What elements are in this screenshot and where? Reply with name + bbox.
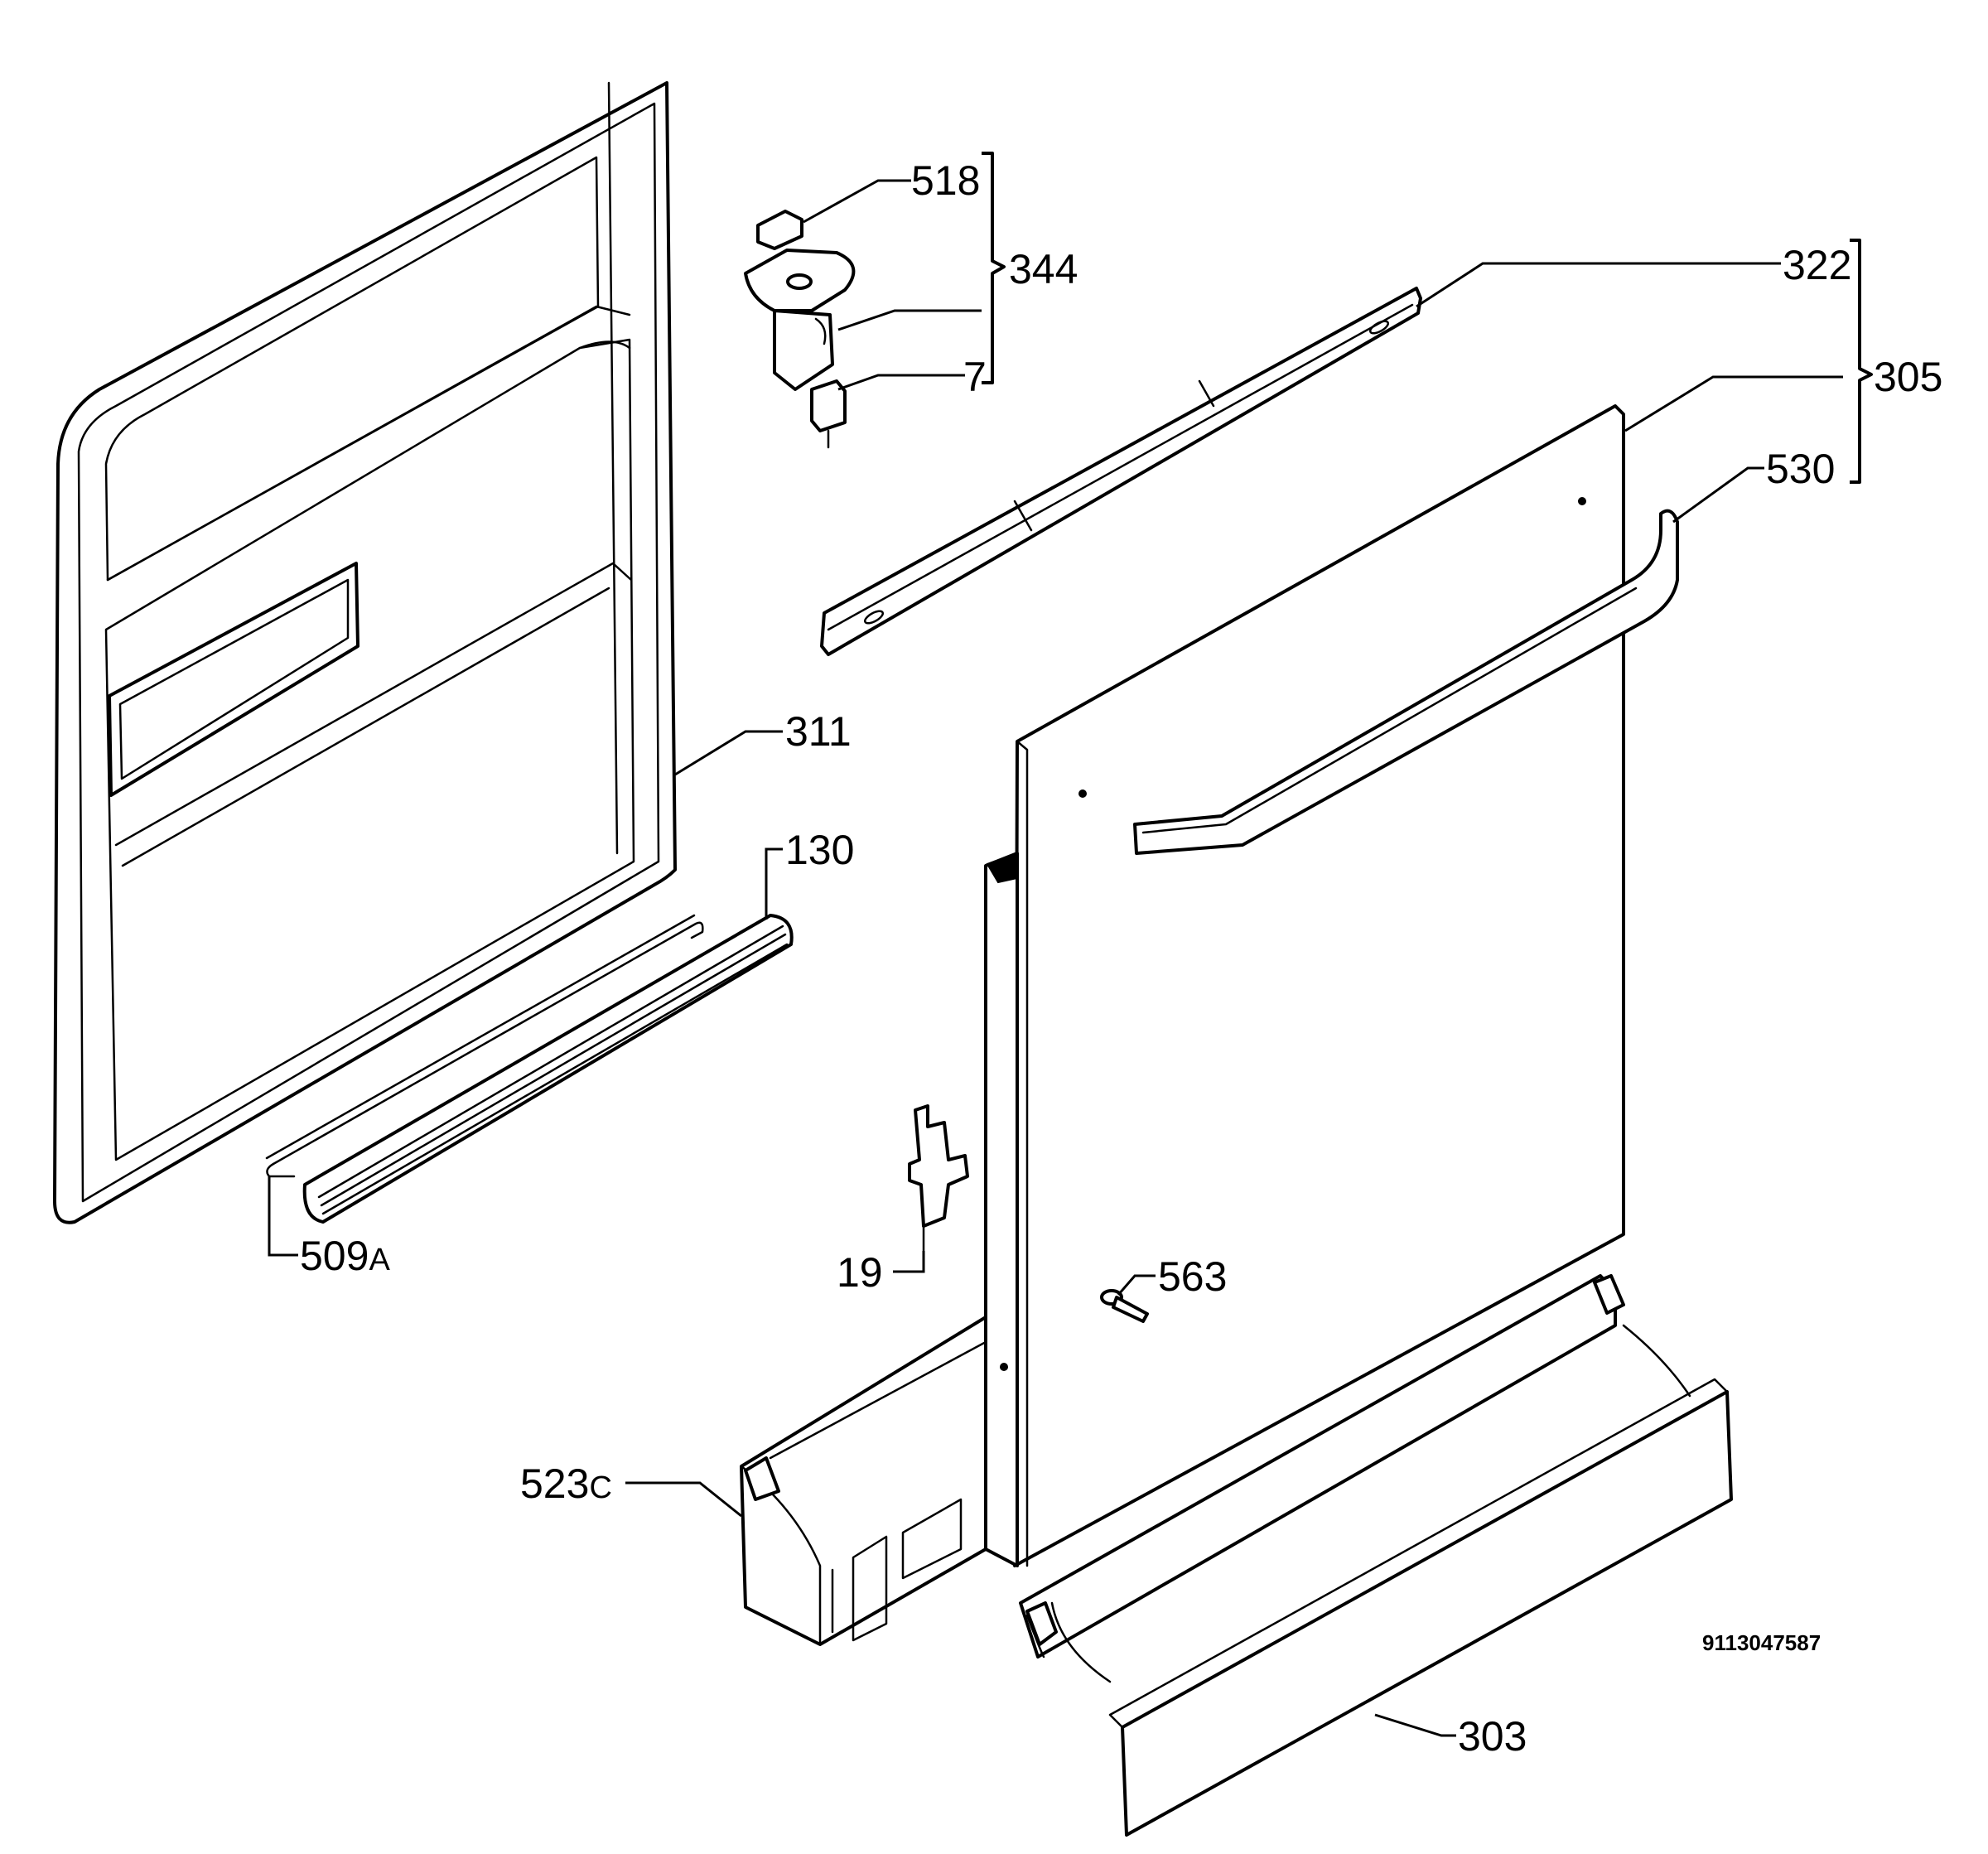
label-523c-suffix: C bbox=[589, 1470, 611, 1505]
label-305: 305 bbox=[1874, 354, 1942, 400]
control-box-523c bbox=[740, 1316, 987, 1646]
top-rail-322 bbox=[820, 287, 1422, 656]
label-311: 311 bbox=[785, 708, 852, 755]
label-518: 518 bbox=[911, 157, 980, 204]
outer-door-panel-305 bbox=[984, 404, 1625, 1567]
leader-lines bbox=[268, 179, 1843, 1737]
handle-strip-530 bbox=[1133, 509, 1679, 855]
screw-563 bbox=[1100, 1289, 1149, 1323]
label-322: 322 bbox=[1783, 242, 1851, 288]
hinge-component-19 bbox=[908, 1104, 969, 1253]
label-130: 130 bbox=[785, 827, 854, 873]
document-number: 9113047587 bbox=[1702, 1630, 1821, 1655]
door-latch-assembly-344 bbox=[744, 210, 856, 449]
label-509a-number: 509 bbox=[300, 1233, 369, 1279]
label-19: 19 bbox=[837, 1249, 883, 1296]
label-509a: 509A bbox=[300, 1233, 390, 1279]
label-523c: 523C bbox=[520, 1461, 612, 1507]
label-7: 7 bbox=[963, 354, 987, 400]
label-344: 344 bbox=[1009, 246, 1078, 292]
assembly-braces bbox=[982, 152, 1873, 484]
label-530: 530 bbox=[1766, 446, 1835, 492]
kick-plate-303 bbox=[1019, 1274, 1733, 1837]
label-509a-suffix: A bbox=[369, 1243, 390, 1277]
inner-door-panel-311 bbox=[53, 81, 677, 1224]
label-523c-number: 523 bbox=[520, 1461, 589, 1507]
part-callouts: 518 344 7 322 305 530 311 130 509A 19 56… bbox=[300, 157, 1942, 1760]
label-563: 563 bbox=[1158, 1253, 1227, 1300]
door-seal-wire-509a bbox=[265, 914, 704, 1178]
label-303: 303 bbox=[1458, 1713, 1527, 1760]
lower-seal-strip-130 bbox=[302, 914, 794, 1224]
